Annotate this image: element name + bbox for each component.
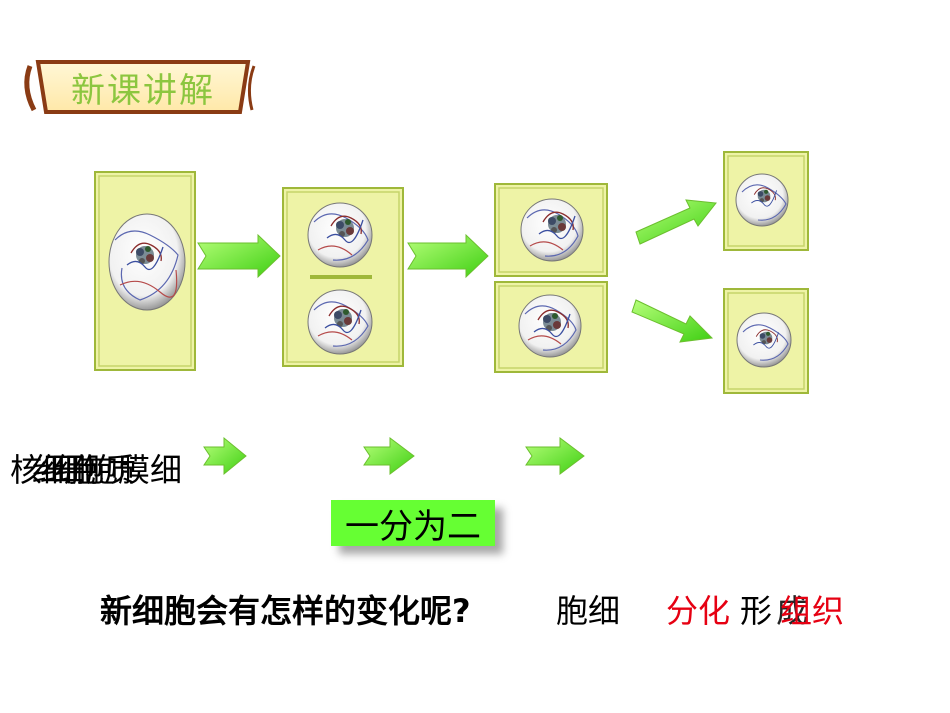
- split-in-two-box: 一分为二: [331, 500, 495, 547]
- arrow-right-icon: [197, 233, 281, 279]
- new-cell-lower: [723, 288, 809, 394]
- word-tissue: 组织: [780, 592, 845, 630]
- question-text: 新细胞会有怎样的变化呢?: [100, 592, 471, 630]
- word-form: 形: [740, 592, 773, 630]
- upper-nucleus: [307, 202, 373, 268]
- label-nucleus: 核: [10, 451, 43, 489]
- word-differentiation: 分化: [666, 592, 731, 630]
- lower-daughter-nucleus: [518, 294, 582, 358]
- small-arrow-icon: [203, 436, 247, 476]
- dividing-cell: [282, 187, 404, 367]
- label-cell: 细胞: [32, 451, 97, 489]
- arrow-right-icon: [407, 233, 489, 279]
- banner-title: 新课讲解: [71, 70, 215, 111]
- upper-daughter-nucleus: [520, 198, 584, 262]
- word-cell: 胞细: [556, 592, 621, 630]
- small-arrow-icon: [525, 437, 585, 475]
- parent-nucleus: [108, 213, 186, 311]
- overlapping-labels: 核 细胞 细胞质 细胞膜细: [10, 448, 190, 492]
- arrow-down-right-icon: [631, 299, 714, 343]
- label-membrane: 细胞膜细: [54, 451, 183, 489]
- parent-cell: [94, 171, 196, 371]
- lower-nucleus: [307, 289, 373, 355]
- small-arrow-icon: [363, 437, 415, 475]
- title-banner: [24, 60, 256, 114]
- new-cell-upper: [723, 151, 809, 251]
- label-cytoplasm: 细胞质: [40, 451, 137, 489]
- divided-cells: [494, 183, 608, 373]
- arrow-up-right-icon: [635, 199, 717, 245]
- word-tissue-overlap: 成: [776, 592, 809, 630]
